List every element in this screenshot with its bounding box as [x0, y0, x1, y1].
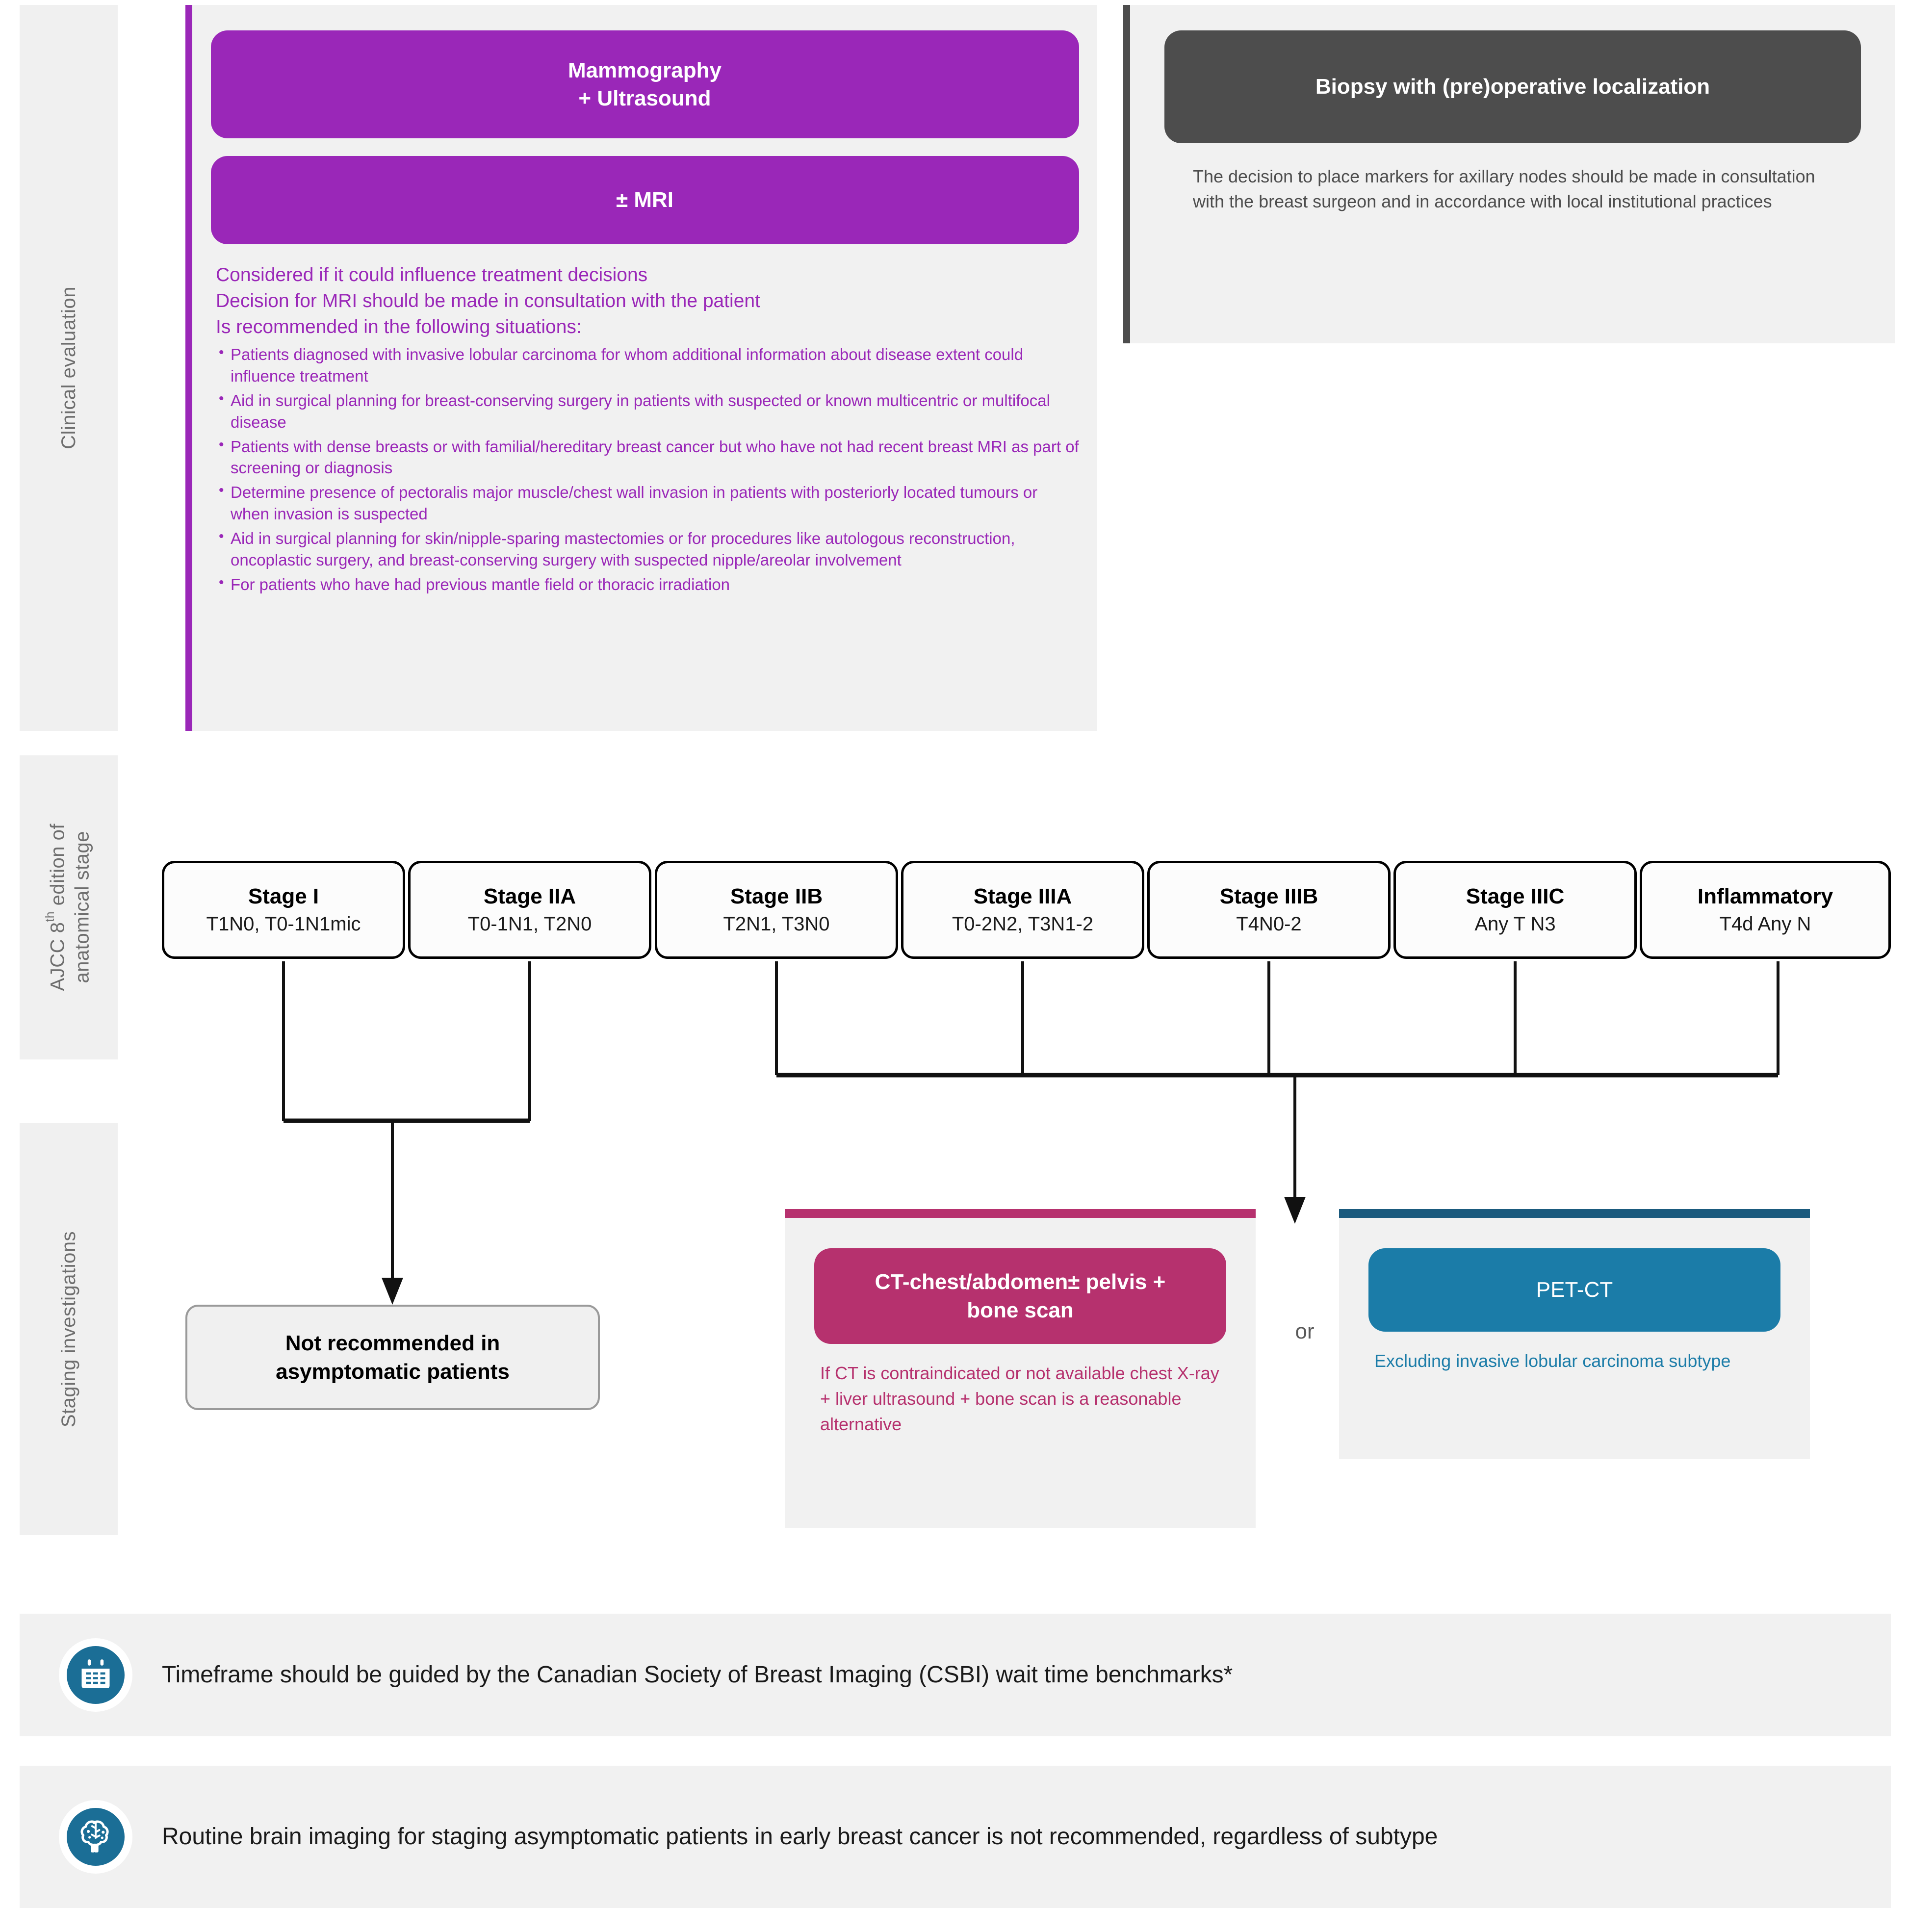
stage-title: Stage IIA: [483, 884, 576, 908]
or-separator-label: or: [1295, 1319, 1315, 1343]
brain-icon-wrap: [59, 1800, 132, 1874]
calendar-icon-wrap: [59, 1638, 132, 1712]
clinical-lead-line-2: Decision for MRI should be made in consu…: [216, 290, 760, 312]
stage-title: Stage IIIA: [973, 884, 1072, 908]
stage-box-1[interactable]: Stage I T1N0, T0-1N1mic: [162, 861, 405, 959]
clinical-lead-line-1: Considered if it could influence treatme…: [216, 264, 648, 285]
callout-brain-imaging-text: Routine brain imaging for staging asympt…: [162, 1823, 1438, 1850]
stage-box-2[interactable]: Stage IIA T0-1N1, T2N0: [408, 861, 651, 959]
stage-subtitle: T0-1N1, T2N0: [467, 913, 592, 935]
list-item: Patients diagnosed with invasive lobular…: [216, 343, 1081, 387]
pet-ct-pill[interactable]: PET-CT: [1368, 1248, 1780, 1332]
stage-subtitle: Any T N3: [1474, 913, 1556, 935]
stage-box-7[interactable]: Inflammatory T4d Any N: [1640, 861, 1891, 959]
biopsy-panel: Biopsy with (pre)operative localization …: [1123, 5, 1895, 343]
list-item: Aid in surgical planning for breast-cons…: [216, 389, 1081, 433]
rail-ajcc-stage: AJCC 8th edition of anatomical stage: [20, 755, 118, 1059]
stage-title: Inflammatory: [1697, 884, 1833, 908]
callout-timeframe: Timeframe should be guided by the Canadi…: [20, 1614, 1891, 1736]
callout-timeframe-text: Timeframe should be guided by the Canadi…: [162, 1661, 1233, 1688]
list-item: Patients with dense breasts or with fami…: [216, 435, 1081, 479]
clinical-evaluation-panel: Mammography + Ultrasound ± MRI Considere…: [185, 5, 1097, 731]
mri-pill[interactable]: ± MRI: [210, 156, 1079, 244]
biopsy-note: The decision to place markers for axilla…: [1193, 166, 1815, 212]
callout-brain-imaging: Routine brain imaging for staging asympt…: [20, 1766, 1891, 1908]
mammography-ultrasound-pill[interactable]: Mammography + Ultrasound: [210, 30, 1079, 138]
list-item: For patients who have had previous mantl…: [216, 573, 1081, 595]
stage-subtitle: T2N1, T3N0: [723, 913, 830, 935]
stage-box-3[interactable]: Stage IIB T2N1, T3N0: [655, 861, 898, 959]
stage-box-4[interactable]: Stage IIIA T0-2N2, T3N1-2: [901, 861, 1144, 959]
stage-title: Stage IIIC: [1466, 884, 1565, 908]
biopsy-pill[interactable]: Biopsy with (pre)operative localization: [1164, 30, 1861, 143]
brain-icon: [67, 1808, 125, 1866]
stage-title: Stage IIIB: [1219, 884, 1318, 908]
list-item: Determine presence of pectoralis major m…: [216, 481, 1081, 525]
not-recommended-box[interactable]: Not recommended in asymptomatic patients: [185, 1305, 600, 1410]
stage-subtitle: T0-2N2, T3N1-2: [952, 913, 1094, 935]
stage-box-6[interactable]: Stage IIIC Any T N3: [1393, 861, 1637, 959]
mri-indication-list: Patients diagnosed with invasive lobular…: [216, 343, 1081, 595]
stage-subtitle: T4d Any N: [1719, 913, 1811, 935]
stage-title: Stage IIB: [730, 884, 823, 908]
stage-box-5[interactable]: Stage IIIB T4N0-2: [1147, 861, 1391, 959]
ct-alternative-note: If CT is contraindicated or not availabl…: [820, 1363, 1219, 1434]
stage-title: Stage I: [248, 884, 319, 908]
list-item: Aid in surgical planning for skin/nipple…: [216, 527, 1081, 571]
ct-chest-abdomen-pill[interactable]: CT-chest/abdomen± pelvis + bone scan: [814, 1248, 1226, 1344]
clinical-lead-line-3: Is recommended in the following situatio…: [216, 316, 582, 338]
rail-staging-investigations: Staging investigations: [20, 1123, 118, 1535]
rail-ajcc-sup: th: [43, 911, 57, 922]
rail-clinical-evaluation-label: Clinical evaluation: [58, 286, 79, 449]
pet-ct-note: Excluding invasive lobular carcinoma sub…: [1374, 1351, 1731, 1371]
stage-subtitle: T4N0-2: [1236, 913, 1302, 935]
rail-ajcc-stage-label: AJCC 8th edition of anatomical stage: [43, 824, 94, 991]
stage-subtitle: T1N0, T0-1N1mic: [206, 913, 361, 935]
calendar-icon: [67, 1646, 125, 1704]
rail-clinical-evaluation: Clinical evaluation: [20, 5, 118, 731]
pet-ct-staging-card: PET-CT Excluding invasive lobular carcin…: [1339, 1209, 1810, 1459]
ct-staging-card: CT-chest/abdomen± pelvis + bone scan If …: [785, 1209, 1256, 1528]
rail-staging-investigations-label: Staging investigations: [58, 1231, 79, 1428]
rail-ajcc-pre: AJCC 8: [47, 922, 69, 991]
